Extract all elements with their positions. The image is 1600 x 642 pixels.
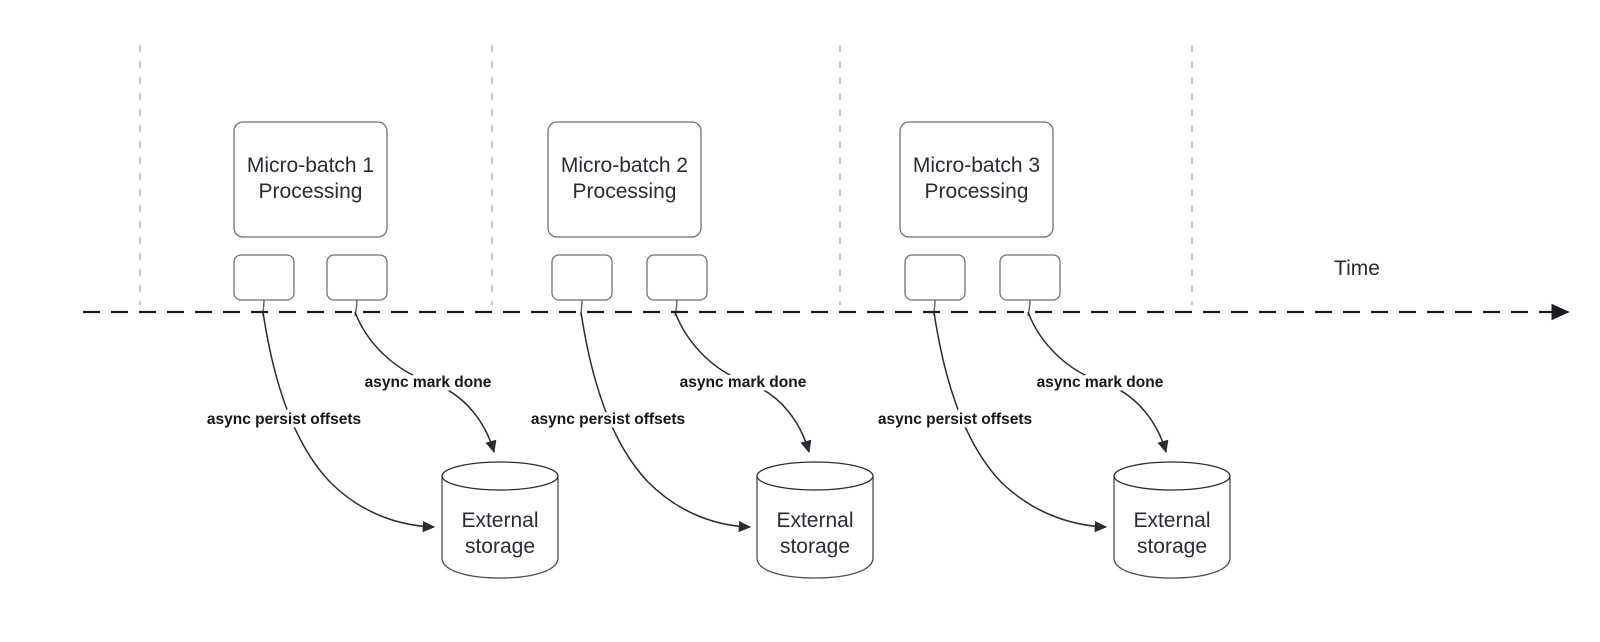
persist-offsets-label-1-halo: async persist offsets	[207, 411, 361, 428]
micro-batch-3-box[interactable]	[899, 121, 1054, 238]
flow-persist-offsets-1	[262, 311, 436, 533]
external-storage-3-body[interactable]	[1113, 475, 1231, 579]
micro-batch-3-label-line1: Micro-batch 3	[913, 154, 1040, 177]
flow-mark-done-1	[354, 311, 497, 454]
micro-batch-3-task-box-left[interactable]	[904, 254, 966, 301]
time-axis-label: Time	[1334, 257, 1380, 280]
external-storage-3-label-line2: storage	[1137, 535, 1207, 558]
micro-batch-2-label-line2: Processing	[573, 180, 677, 203]
external-storage-1-label-line1: External	[461, 509, 538, 532]
external-storage-3-label-line1: External	[1133, 509, 1210, 532]
mark-done-label-1-halo: async mark done	[365, 374, 492, 391]
micro-batch-1-task-box-left[interactable]	[233, 254, 295, 301]
flow-persist-offsets-3	[933, 311, 1108, 533]
mark-done-label-1: async mark done	[365, 374, 492, 391]
external-storage-1-label-line2: storage	[465, 535, 535, 558]
micro-batch-2-task-box-left[interactable]	[551, 254, 613, 301]
persist-offsets-label-2-halo: async persist offsets	[531, 411, 685, 428]
persist-offsets-label-2: async persist offsets	[531, 411, 685, 428]
micro-batch-2-box[interactable]	[547, 121, 702, 238]
external-storage-1-top	[441, 461, 559, 491]
external-storage-1-body[interactable]	[441, 475, 559, 579]
micro-batch-1-box[interactable]	[233, 121, 388, 238]
micro-batch-1-label-line1: Micro-batch 1	[247, 154, 374, 177]
micro-batch-group-1: Micro-batch 1 Processing External storag…	[203, 121, 559, 579]
external-storage-2-top	[756, 461, 874, 491]
mark-done-label-2-halo: async mark done	[680, 374, 807, 391]
micro-batch-1-label-line2: Processing	[259, 180, 363, 203]
micro-batch-2-task-box-right[interactable]	[646, 254, 708, 301]
flow-persist-offsets-2	[580, 311, 752, 533]
micro-batch-group-3: Micro-batch 3 Processing External storag…	[874, 121, 1231, 579]
flow-mark-done-2	[674, 311, 812, 454]
persist-offsets-label-1: async persist offsets	[207, 411, 361, 428]
micro-batch-group-2: Micro-batch 2 Processing External storag…	[527, 121, 874, 579]
persist-offsets-label-3: async persist offsets	[878, 411, 1032, 428]
batch-boundary-separators	[139, 45, 1193, 305]
micro-batch-3-label-line2: Processing	[925, 180, 1029, 203]
micro-batch-1-task-box-right[interactable]	[326, 254, 388, 301]
flow-mark-done-3	[1027, 311, 1169, 454]
external-storage-2-body[interactable]	[756, 475, 874, 579]
mark-done-label-2: async mark done	[680, 374, 807, 391]
external-storage-2-label-line1: External	[776, 509, 853, 532]
persist-offsets-label-3-halo: async persist offsets	[878, 411, 1032, 428]
micro-batch-3-task-box-right[interactable]	[999, 254, 1061, 301]
external-storage-3-top	[1113, 461, 1231, 491]
external-storage-2-label-line2: storage	[780, 535, 850, 558]
mark-done-label-3: async mark done	[1037, 374, 1164, 391]
mark-done-label-3-halo: async mark done	[1037, 374, 1164, 391]
micro-batch-2-label-line1: Micro-batch 2	[561, 154, 688, 177]
